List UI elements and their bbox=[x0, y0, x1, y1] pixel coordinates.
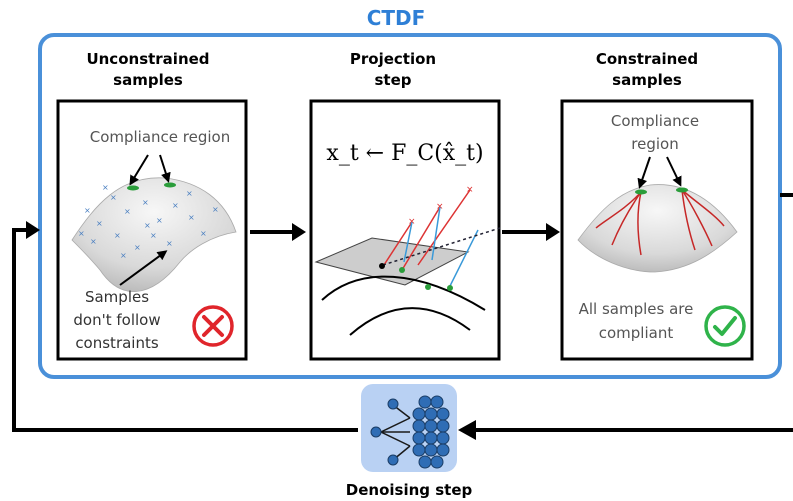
svg-text:×: × bbox=[120, 251, 127, 260]
panel-projection: x_t ← F_C(x̂_t) × × × bbox=[309, 99, 501, 361]
svg-text:×: × bbox=[150, 231, 157, 240]
svg-text:×: × bbox=[200, 229, 207, 238]
panel-constrained: Compliance region All samples are compli… bbox=[560, 99, 754, 361]
entry-arrowhead-icon bbox=[26, 221, 40, 239]
svg-text:×: × bbox=[186, 189, 193, 198]
svg-text:×: × bbox=[144, 221, 151, 230]
panel-unconstrained: Compliance region ×××× ×××× ×××× ×××× ××… bbox=[56, 99, 248, 361]
compliance-region-label: Compliance bbox=[611, 112, 699, 130]
svg-text:×: × bbox=[114, 231, 121, 240]
panel1-heading: Unconstrained bbox=[86, 50, 209, 68]
denoising-step: Denoising step bbox=[346, 384, 473, 499]
compliance-mark bbox=[164, 182, 176, 188]
panel2-heading-2: step bbox=[374, 71, 411, 89]
samples-note-3: constraints bbox=[75, 334, 159, 352]
panel3-heading: Constrained bbox=[596, 50, 698, 68]
svg-text:×: × bbox=[102, 183, 109, 192]
compliance-region-label: Compliance region bbox=[90, 128, 231, 146]
svg-text:×: × bbox=[142, 198, 149, 207]
sample-markers: ×××× ×××× ×××× ×××× ×××× bbox=[78, 183, 219, 260]
projection-vectors bbox=[381, 189, 501, 287]
ctdf-frame bbox=[38, 33, 782, 379]
svg-text:×: × bbox=[212, 205, 219, 214]
panel2-heading: Projection bbox=[350, 50, 436, 68]
svg-text:×: × bbox=[172, 201, 179, 210]
svg-text:×: × bbox=[408, 217, 416, 227]
svg-text:×: × bbox=[110, 193, 117, 202]
compliance-mark bbox=[127, 185, 139, 191]
projection-equation: x_t ← F_C(x̂_t) bbox=[326, 141, 483, 166]
cross-circle-icon bbox=[192, 305, 234, 347]
compliance-region-label-2: region bbox=[631, 135, 678, 153]
sample-markers: × × × bbox=[408, 185, 474, 227]
constraint-curve bbox=[321, 275, 486, 311]
svg-text:×: × bbox=[466, 185, 474, 195]
svg-text:×: × bbox=[90, 237, 97, 246]
samples-note-2: don't follow bbox=[73, 311, 160, 329]
panel3-heading-2: samples bbox=[612, 71, 682, 89]
flow-arrowhead-icon bbox=[546, 223, 560, 241]
denoising-label: Denoising step bbox=[346, 481, 473, 499]
compliant-note: All samples are bbox=[579, 300, 694, 318]
svg-text:×: × bbox=[84, 206, 91, 215]
svg-text:×: × bbox=[78, 229, 85, 238]
page-title: CTDF bbox=[367, 6, 426, 30]
compliant-note-2: compliant bbox=[599, 324, 674, 342]
svg-text:×: × bbox=[96, 219, 103, 228]
svg-text:×: × bbox=[188, 213, 195, 222]
check-circle-icon bbox=[704, 305, 746, 347]
svg-text:×: × bbox=[156, 216, 163, 225]
loop-arrowhead-icon bbox=[458, 420, 476, 440]
compliance-mark bbox=[676, 187, 688, 193]
surface bbox=[577, 184, 738, 273]
svg-text:×: × bbox=[124, 207, 131, 216]
svg-text:×: × bbox=[166, 239, 173, 248]
svg-text:×: × bbox=[134, 243, 141, 252]
svg-text:×: × bbox=[436, 202, 444, 212]
samples-note: Samples bbox=[85, 288, 149, 306]
compliance-mark bbox=[635, 189, 647, 195]
feedback-loop bbox=[12, 193, 793, 440]
panel1-heading-2: samples bbox=[113, 71, 183, 89]
sample-trajectories bbox=[595, 189, 725, 256]
flow-arrowhead-icon bbox=[292, 223, 306, 241]
